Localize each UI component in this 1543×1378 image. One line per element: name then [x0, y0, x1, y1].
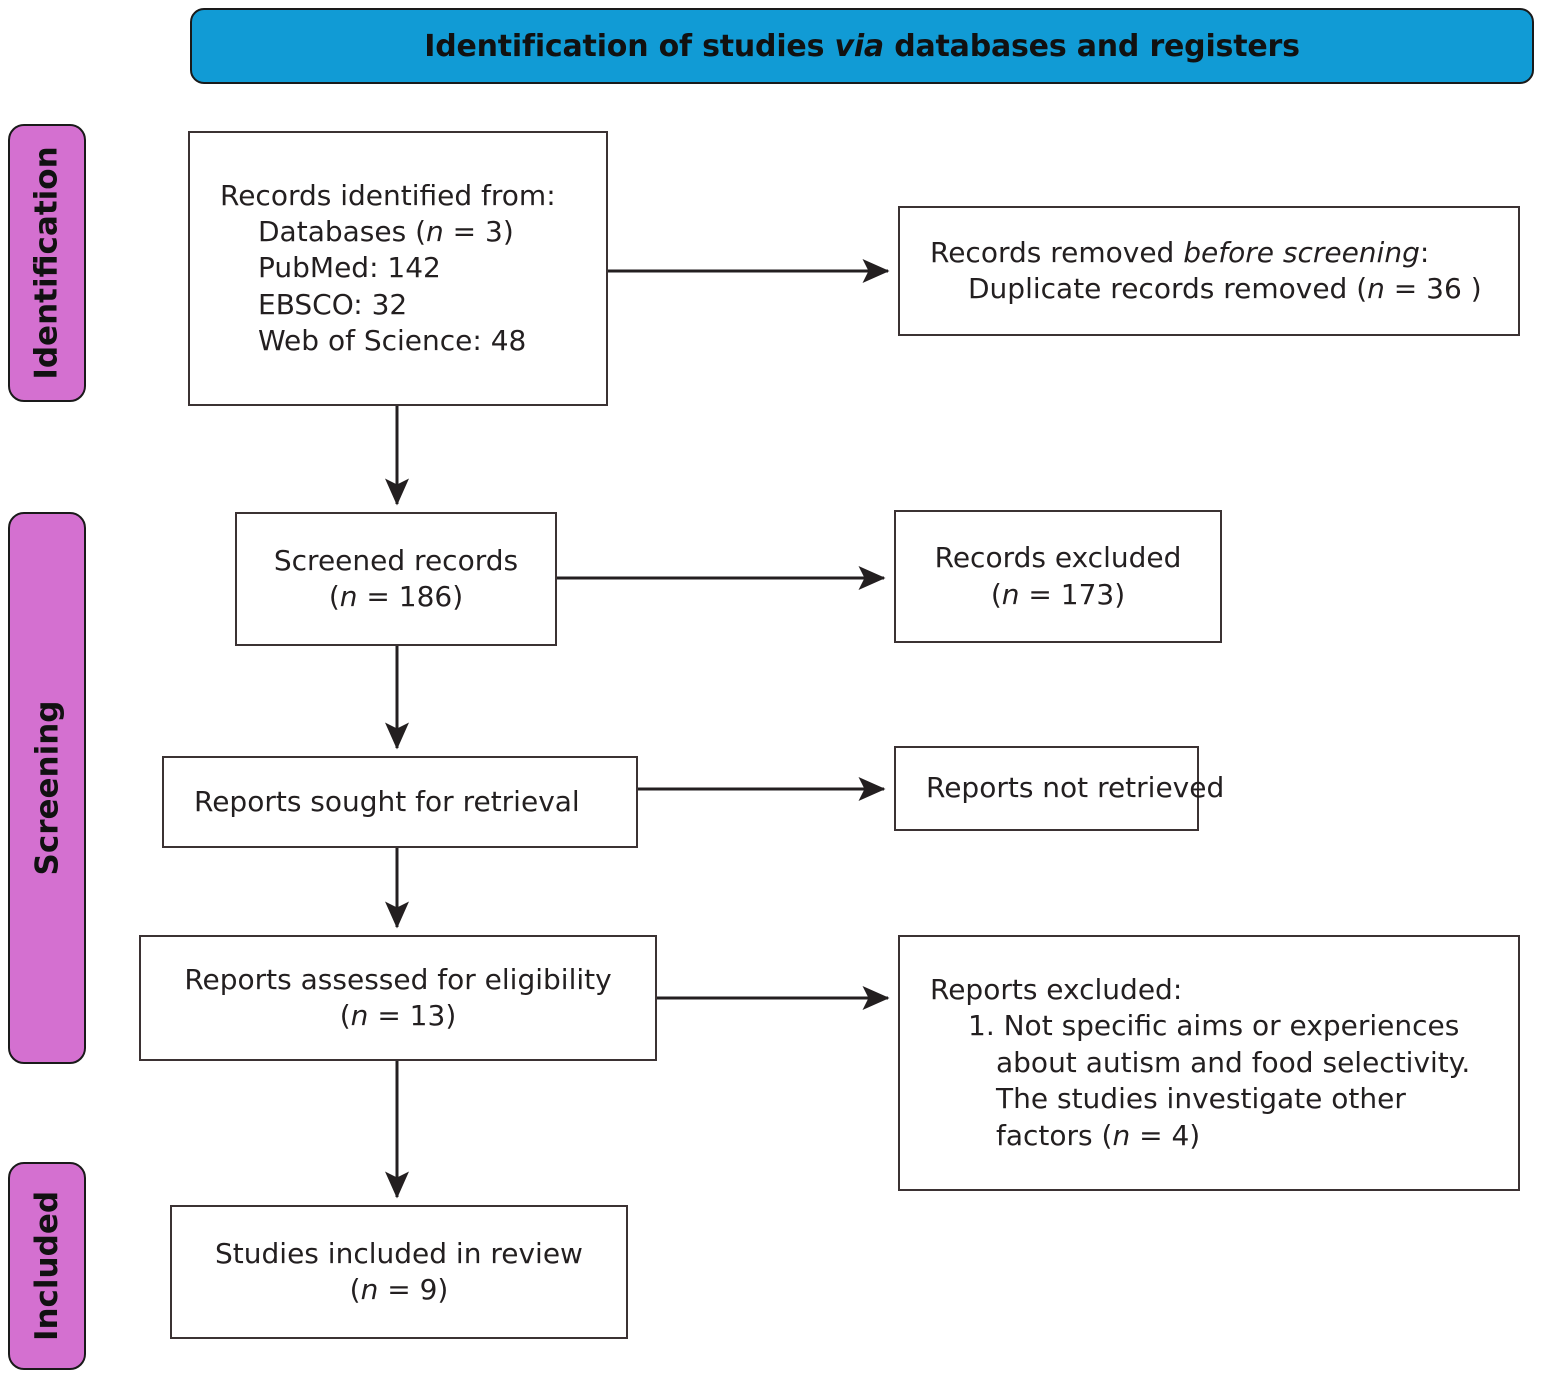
paren-open: (: [990, 577, 1002, 611]
factors-count: = 4): [1130, 1118, 1201, 1152]
duplicate-label: Duplicate records removed (: [968, 272, 1368, 305]
count-value: = 186): [357, 580, 464, 613]
records-identified-line-ebsco: EBSCO: 32: [258, 287, 408, 321]
eligibility-label: Reports assessed for eligibility: [184, 962, 612, 996]
page-title: Identification of studies via databases …: [424, 29, 1300, 64]
stage-label-identification: Identification: [29, 146, 66, 380]
n-symbol: n: [350, 999, 369, 1032]
n-symbol: n: [1112, 1118, 1131, 1152]
reports-excluded-reason-line-1: 1. Not specific aims or experiences: [968, 1009, 1460, 1043]
stage-label-included: Included: [29, 1190, 65, 1342]
box-records-removed: Records removed before screening: Duplic…: [898, 206, 1520, 336]
records-identified-line-wos: Web of Science: 48: [258, 324, 527, 358]
duplicate-count: = 36 ): [1384, 272, 1482, 305]
paren-open: (: [328, 580, 340, 613]
paren-open: (: [339, 999, 351, 1032]
title-part-1: Identification of studies: [424, 28, 835, 64]
box-studies-included: Studies included in review (n = 9): [170, 1205, 628, 1339]
reports-excluded-reason-line-2: about autism and food selectivity.: [996, 1045, 1471, 1079]
box-reports-assessed-eligibility: Reports assessed for eligibility (n = 13…: [139, 935, 657, 1061]
count-value: = 173): [1019, 577, 1126, 611]
records-removed-line-duplicates: Duplicate records removed (n = 36 ): [930, 271, 1482, 307]
title-part-2: databases and registers: [883, 28, 1300, 64]
eligibility-count: (n = 13): [340, 998, 457, 1034]
factors-label: factors (: [996, 1118, 1113, 1152]
count-value: = 9): [378, 1273, 449, 1306]
records-identified-line-1: Records identified from:: [220, 178, 556, 212]
screened-records-label: Screened records: [273, 543, 519, 577]
stage-tab-screening: Screening: [8, 512, 86, 1064]
reports-not-retrieved-label: Reports not retrieved: [926, 771, 1225, 805]
box-records-excluded: Records excluded (n = 173): [894, 510, 1222, 643]
box-records-identified: Records identified from: Databases (n = …: [188, 131, 608, 406]
before-screening-emphasis: before screening: [1183, 235, 1420, 269]
records-removed-colon: :: [1419, 235, 1430, 269]
box-screened-records: Screened records (n = 186): [235, 512, 557, 646]
studies-included-label: Studies included in review: [215, 1236, 583, 1270]
databases-label: Databases (: [258, 214, 427, 248]
reports-excluded-reason-line-4: factors (n = 4): [930, 1118, 1200, 1154]
box-reports-not-retrieved: Reports not retrieved: [894, 746, 1224, 831]
n-symbol: n: [1001, 577, 1020, 611]
box-reports-excluded: Reports excluded: 1. Not specific aims o…: [898, 935, 1520, 1191]
n-symbol: n: [360, 1273, 379, 1306]
records-excluded-count: (n = 173): [991, 577, 1125, 613]
reports-excluded-heading: Reports excluded:: [930, 973, 1183, 1007]
n-symbol: n: [1367, 272, 1385, 305]
records-identified-line-databases: Databases (n = 3): [220, 214, 514, 250]
header-banner: Identification of studies via databases …: [190, 8, 1534, 84]
n-symbol: n: [339, 580, 358, 613]
databases-count: = 3): [443, 214, 514, 248]
stage-tab-included: Included: [8, 1162, 86, 1370]
records-removed-label: Records removed: [930, 235, 1184, 269]
reports-sought-label: Reports sought for retrieval: [194, 784, 580, 818]
records-removed-line-1: Records removed before screening:: [930, 235, 1429, 271]
stage-label-screening: Screening: [29, 700, 65, 876]
studies-included-count: (n = 9): [350, 1272, 449, 1308]
records-identified-line-pubmed: PubMed: 142: [258, 251, 441, 285]
title-part-italic: via: [834, 28, 884, 64]
reports-excluded-reason-line-3: The studies investigate other: [996, 1082, 1406, 1116]
n-symbol: n: [426, 214, 444, 248]
box-reports-sought: Reports sought for retrieval: [162, 756, 638, 848]
screened-records-count: (n = 186): [329, 579, 463, 615]
records-excluded-label: Records excluded: [934, 541, 1182, 575]
paren-open: (: [349, 1273, 361, 1306]
stage-tab-identification: Identification: [8, 124, 86, 402]
count-value: = 13): [368, 999, 457, 1032]
